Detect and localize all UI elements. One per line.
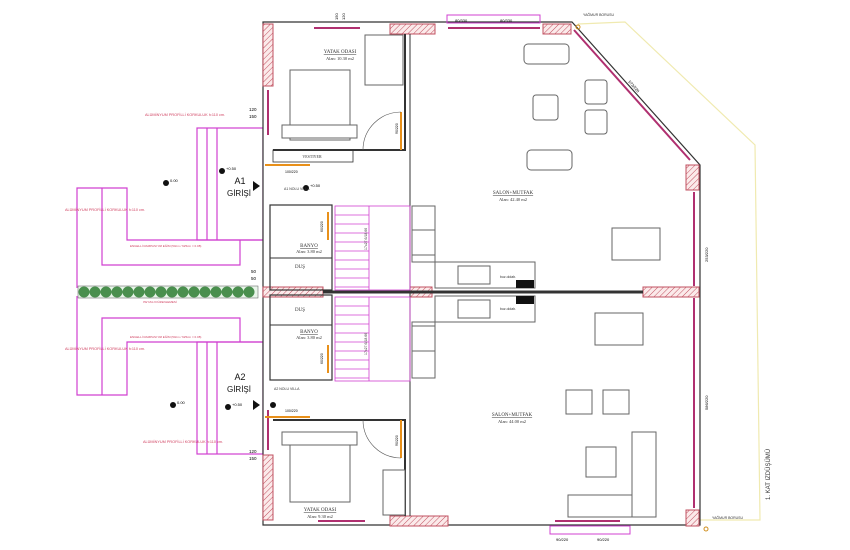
level-entry: +0.50	[310, 183, 321, 188]
room-area: Alan: 3.80 m2	[296, 335, 322, 340]
plant-icon	[100, 286, 112, 298]
fridge-label: buz.dolab.	[500, 307, 516, 311]
entrance-arrow-a2	[253, 400, 260, 410]
entrance-arrow-a1	[253, 181, 260, 191]
level-marker-icon	[270, 402, 276, 408]
level-entry: +0.50	[232, 402, 243, 407]
plant-icon	[111, 286, 123, 298]
plant-icon	[78, 286, 90, 298]
dim-label: 120	[341, 13, 346, 20]
room-area: Alan: 42.40 m2	[499, 197, 527, 202]
dim-label: 50	[251, 276, 257, 281]
dim-label: 60/220	[320, 353, 324, 364]
room-area: Alan: 9.30 m2	[307, 514, 333, 519]
drawing-title: 1. KAT IZDÜŞÜMÜ	[765, 449, 772, 500]
entrance-a1-label: A1	[234, 176, 245, 186]
ramp-note: ENGELLİ RAMPASI %8 EĞİM (50cm / 625cm = …	[130, 243, 201, 248]
level-marker-icon	[163, 180, 169, 186]
dim-label: 90/220	[395, 435, 399, 446]
dim-label: 586/220	[704, 395, 709, 410]
dim-label: 100/220	[285, 170, 298, 174]
level-marker-icon	[225, 404, 231, 410]
stair-label: 17x27.6/18.66	[364, 228, 368, 250]
vestiyer-label: VESTIYER	[302, 154, 322, 159]
dim-label: 90/220	[556, 537, 569, 542]
furniture	[281, 34, 661, 518]
rain-pipe-icon	[703, 526, 709, 532]
dim-label: 90/220	[597, 537, 610, 542]
doors	[265, 111, 402, 459]
dim-label: 150	[334, 13, 339, 20]
plant-icon	[133, 286, 145, 298]
dim-label: 90/220	[395, 123, 399, 134]
railing-note: ALÜMİNYUM PROFİLLİ KORKULUK h:110 cm.	[145, 112, 225, 117]
rain-pipe-label: YAĞMUR BORUSU	[712, 515, 744, 520]
labels: YATAK ODASI Alan: 10.30 m2 YATAK ODASI A…	[65, 12, 772, 542]
dim-label: 80/330	[455, 18, 468, 23]
rain-pipe-label: YAĞMUR BORUSU	[583, 12, 615, 17]
shower-label: DUŞ	[295, 265, 305, 270]
railing-note: ALÜMİNYUM PROFİLLİ KORKULUK h:110 cm.	[65, 207, 145, 212]
entrance-a1-sub: GİRİŞİ	[227, 189, 251, 198]
rain-pipe-icon	[575, 24, 581, 30]
railing-note: ALÜMİNYUM PROFİLLİ KORKULUK h:110 cm.	[65, 346, 145, 351]
plant-icon	[144, 286, 156, 298]
dim-label: 253/220	[704, 247, 709, 262]
room-name: BANYO	[300, 330, 318, 335]
room-area: Alan: 44.00 m2	[498, 419, 526, 424]
plant-icon	[221, 286, 233, 298]
plant-icon	[232, 286, 244, 298]
room-name: YATAK ODASI	[324, 50, 357, 55]
level-marker-icon	[219, 168, 225, 174]
stair-label: 17x27.6/18.66	[364, 333, 368, 355]
room-name: SALON+MUTFAK	[493, 191, 534, 196]
planter-row	[77, 285, 259, 299]
dim-label: 120	[249, 107, 257, 112]
planter-note: PEYZAJ DÜZENLEMESİ	[143, 299, 177, 304]
plant-icon	[243, 286, 255, 298]
plant-icon	[199, 286, 211, 298]
dim-label: 80/330	[500, 18, 513, 23]
level-ground: 0.00	[177, 400, 186, 405]
plant-icon	[166, 286, 178, 298]
plant-icon	[122, 286, 134, 298]
dim-label: 50	[251, 269, 257, 274]
entrance-a2-label: A2	[234, 372, 245, 382]
shower-label: DUŞ	[295, 308, 305, 313]
plant-icon	[210, 286, 222, 298]
room-name: BANYO	[300, 244, 318, 249]
railing-note: ALÜMİNYUM PROFİLLİ KORKULUK h:110 cm.	[143, 439, 223, 444]
plant-icon	[89, 286, 101, 298]
terrace-railings	[76, 127, 264, 455]
level-ground: 0.00	[170, 178, 179, 183]
plant-icon	[155, 286, 167, 298]
level-marker-icon	[303, 185, 309, 191]
dim-label: 100/220	[285, 409, 298, 413]
staircase	[334, 205, 411, 382]
entrance-a2-sub: GİRİŞİ	[227, 385, 251, 394]
room-name: YATAK ODASI	[304, 508, 337, 513]
level-entry: +0.50	[226, 166, 237, 171]
plant-icon	[188, 286, 200, 298]
villa-a2-label: A2 NOLU VILLA	[274, 387, 300, 391]
fridge-label: buz.dolab.	[500, 275, 516, 279]
dim-label: 120	[249, 449, 257, 454]
ramp-note: ENGELLİ RAMPASI %8 EĞİM (50cm / 625cm = …	[130, 334, 201, 339]
room-area: Alan: 10.30 m2	[326, 56, 354, 61]
plant-icon	[177, 286, 189, 298]
dim-label: 60/220	[320, 221, 324, 232]
dim-label: 150	[249, 456, 257, 461]
room-area: Alan: 3.80 m2	[296, 249, 322, 254]
roof-outline	[577, 21, 761, 521]
dim-label: 150	[249, 114, 257, 119]
level-marker-icon	[170, 402, 176, 408]
room-name: SALON+MUTFAK	[492, 413, 533, 418]
kitchen-counters	[411, 205, 536, 379]
villa-a1-label: A1 NOLU VILLA	[284, 187, 310, 191]
